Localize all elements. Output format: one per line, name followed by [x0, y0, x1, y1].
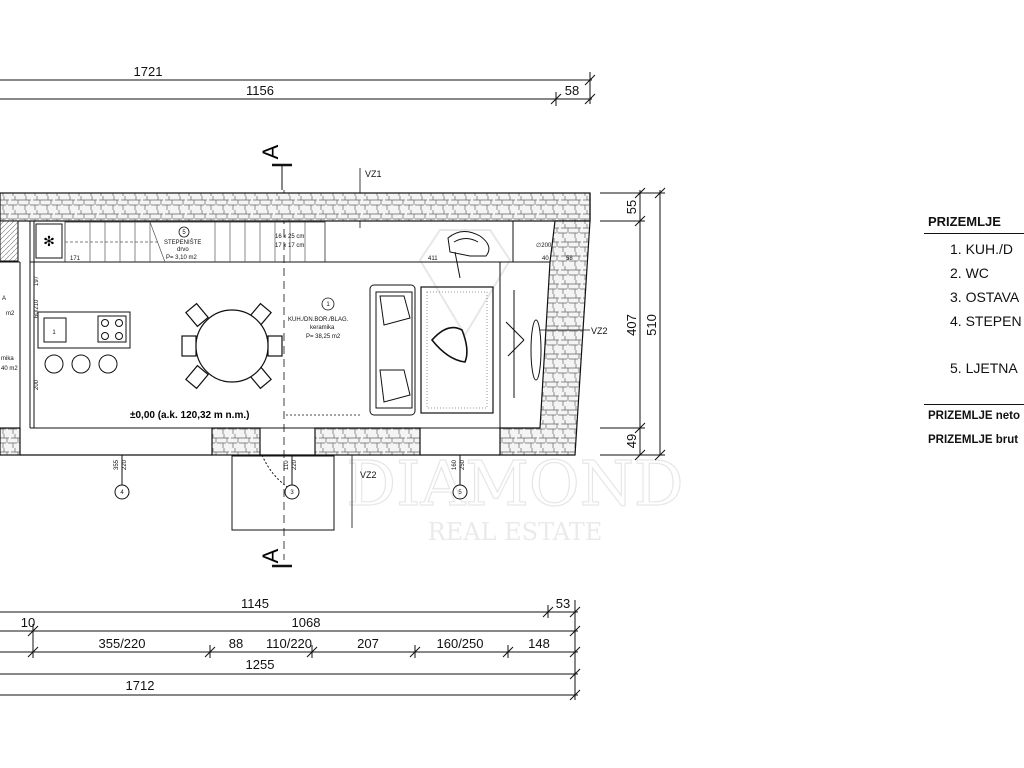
- right-dimension-lines: [600, 187, 666, 461]
- dim-bot-207: 207: [357, 636, 379, 651]
- dim-40: 40: [542, 256, 549, 262]
- dim-bot-88: 88: [229, 636, 243, 651]
- legend-item-2: 2. WC: [950, 265, 989, 281]
- section-marker-top: [272, 163, 292, 560]
- room1-name: KUH./DN.BOR./BLAG.: [288, 317, 349, 323]
- dim-bot-148: 148: [528, 636, 550, 651]
- legend-item-5: 5. LJETNA: [950, 360, 1018, 376]
- dim-bot-160-250: 160/250: [437, 636, 484, 651]
- entrance-step: [231, 454, 335, 531]
- dim-58: 58: [566, 256, 573, 262]
- dim-bot-355-220: 355/220: [99, 636, 146, 651]
- bottom-dimension-lines: [0, 600, 581, 701]
- dim-411: 411: [428, 256, 438, 262]
- axis-4: 4: [120, 490, 124, 496]
- dim-bot-1255: 1255: [246, 657, 275, 672]
- room-tag-1-circle: [321, 297, 335, 311]
- dim-right-bot: 49: [624, 434, 639, 448]
- axis-3: 3: [290, 490, 294, 496]
- axis-5: 5: [458, 490, 462, 496]
- utility-symbol: ✻: [43, 233, 55, 249]
- side-room-label-3: mika: [1, 356, 14, 362]
- dim-right-total: 510: [644, 314, 659, 336]
- side-room-label-2: m2: [6, 311, 15, 317]
- legend-item-1: 1. KUH./D: [950, 241, 1014, 257]
- dim-bot-1068: 1068: [292, 615, 321, 630]
- room-tag-kitchen: 1: [52, 330, 56, 336]
- win-220b: 220: [292, 459, 298, 470]
- legend-gross: PRIZEMLJE brut: [928, 434, 1019, 446]
- side-room-label-4: 40 m2: [1, 366, 18, 372]
- left-partial-room: [0, 220, 21, 428]
- dim-top-overall: 1721: [134, 64, 163, 79]
- win-250: 250: [460, 459, 466, 470]
- staircase: [64, 221, 326, 263]
- room-legend-table: PRIZEMLJE 1. KUH./D 2. WC 3. OSTAVA 4. S…: [924, 206, 1024, 456]
- legend-title: PRIZEMLJE: [928, 214, 1001, 229]
- room-tag-4: 5: [182, 230, 186, 236]
- dim-top-right: 58: [565, 83, 579, 98]
- stair-room-area: P= 3,10 m2: [166, 255, 198, 261]
- dim-right-mid: 407: [624, 314, 639, 336]
- tv-unit: [505, 290, 542, 398]
- stair-dim-2: 17 x 17 cm: [275, 243, 304, 249]
- stair-room-name: STEPENIŠTE: [164, 239, 201, 246]
- legend-net: PRIZEMLJE neto: [928, 410, 1021, 422]
- dim-bot-1145: 1145: [241, 596, 269, 611]
- level-label: ±0,00 (a.k. 120,32 m n.m.): [130, 410, 249, 421]
- vz2-bottom-label: VZ2: [360, 470, 377, 480]
- stair-room-floor: drvo: [177, 247, 189, 253]
- vz1-label: VZ1: [365, 169, 382, 179]
- legend-title-rule: [924, 233, 1024, 234]
- room-tag-1: 1: [326, 302, 330, 308]
- utility-box: [35, 223, 63, 259]
- dim-bot-110-220: 110/220: [266, 636, 312, 651]
- svg-text:REAL ESTATE: REAL ESTATE: [428, 518, 603, 546]
- dim-top-inner: 1156: [246, 83, 274, 98]
- stair-dim-1: 16 x 25 cm: [275, 234, 304, 240]
- vz2-right-label: VZ2: [591, 326, 608, 336]
- section-label-top: A: [258, 144, 283, 159]
- room-tag-4-circle: [178, 226, 190, 238]
- dim-right-top: 55: [624, 200, 639, 214]
- axis-markers: [114, 455, 468, 500]
- armchair: [447, 231, 490, 279]
- dim-200-top: ∅200: [536, 242, 552, 249]
- dim-197: 197: [34, 275, 40, 286]
- watermark: DIAMOND REAL ESTATE: [346, 229, 684, 546]
- sofa: [369, 284, 416, 416]
- legend-item-4: 4. STEPEN: [950, 313, 1022, 329]
- dining-table: [181, 302, 283, 390]
- top-dimension-lines: [0, 72, 596, 106]
- side-room-label-1: A: [2, 296, 6, 302]
- room1-area: P= 38,25 m2: [306, 334, 341, 340]
- win-355: 355: [114, 459, 120, 470]
- dim-200: 200: [34, 379, 40, 390]
- win-110: 110: [284, 460, 290, 470]
- dim-bot-10: 10: [21, 615, 35, 630]
- rug: [420, 286, 494, 414]
- svg-text:DIAMOND: DIAMOND: [346, 447, 683, 520]
- exterior-walls: [0, 192, 591, 456]
- dim-bot-53: 53: [556, 596, 570, 611]
- win-160: 160: [452, 459, 458, 470]
- win-220: 220: [122, 459, 128, 470]
- dim-bot-1712: 1712: [126, 678, 155, 693]
- dim-60-210: 60/210: [34, 299, 40, 318]
- room1-floor: keramika: [310, 325, 335, 331]
- kitchen-counter: [37, 311, 131, 374]
- legend-sum-rule: [924, 404, 1024, 405]
- dim-171: 171: [70, 256, 81, 262]
- legend-item-3: 3. OSTAVA: [950, 289, 1020, 305]
- section-label-bottom: A: [258, 548, 283, 563]
